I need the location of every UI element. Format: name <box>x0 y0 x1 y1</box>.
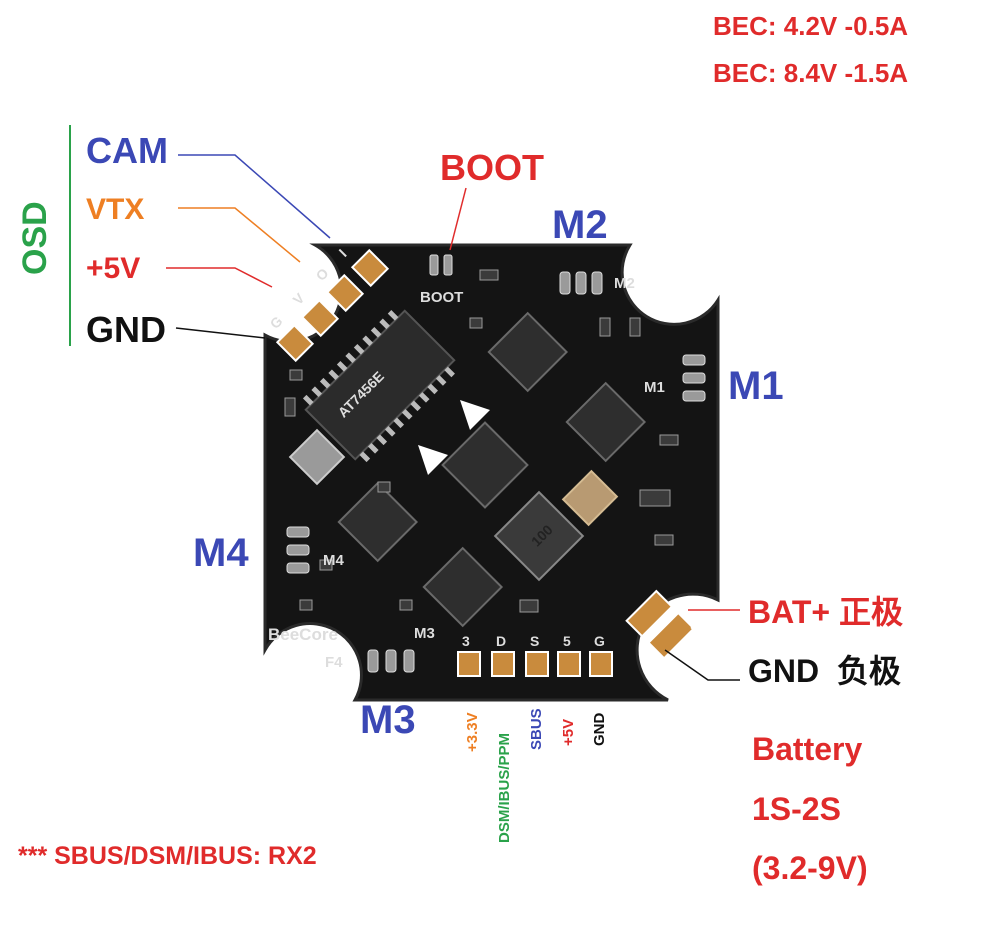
motor-m4-label: M4 <box>193 531 249 575</box>
rx-pad-5: 5 <box>563 633 571 649</box>
silk-boot: BOOT <box>420 289 463 306</box>
silk-m3: M3 <box>414 625 435 642</box>
silk-brand: BeeCore <box>268 625 338 644</box>
v5-leader <box>166 267 273 288</box>
rx-pad-3: 3 <box>462 633 470 649</box>
osd-chip <box>302 309 456 463</box>
battery-cells: 1S-2S <box>752 791 841 827</box>
bec-spec-1: BEC: 4.2V -0.5A <box>713 11 909 41</box>
rx-pad-g: G <box>594 633 605 649</box>
battery-pads <box>625 589 696 660</box>
rx2-note: *** SBUS/DSM/IBUS: RX2 <box>18 842 317 870</box>
boot-label: BOOT <box>440 147 544 188</box>
rx-pads <box>457 651 613 677</box>
silk-m2: M2 <box>614 275 635 292</box>
gnd-leader <box>175 327 266 339</box>
silk-f4: F4 <box>325 654 343 671</box>
cam-label: CAM <box>86 130 168 171</box>
boot-leader <box>449 187 467 251</box>
motor-pads <box>286 254 706 673</box>
bat-gnd-leader <box>664 649 740 681</box>
vtx-label: VTX <box>86 193 145 226</box>
v5-label: +5V <box>86 252 141 285</box>
direction-arrow <box>418 445 448 475</box>
bat-gnd-label: GND 负极 <box>748 653 901 689</box>
rx-pin-sbus: SBUS <box>528 708 545 750</box>
rx-pin-3v3: +3.3V <box>464 712 481 752</box>
bat-plus-label: BAT+ 正极 <box>748 594 903 630</box>
battery-title: Battery <box>752 731 863 767</box>
battery-range: (3.2-9V) <box>752 850 868 886</box>
crystal <box>288 428 346 486</box>
bat-plus-cross: ✕ <box>688 621 708 648</box>
osd-pad-g: G <box>267 313 286 332</box>
gnd-label: GND <box>86 309 166 350</box>
smd-components <box>284 269 679 613</box>
rx-pad-d: D <box>496 633 506 649</box>
osd-pad-o: O <box>313 265 332 284</box>
motor-m1-label: M1 <box>728 364 784 408</box>
vtx-leader <box>178 207 301 263</box>
motor-m3-label: M3 <box>360 698 416 742</box>
chips <box>337 311 647 628</box>
direction-arrow <box>460 400 490 430</box>
osd-pad-v: V <box>290 290 308 308</box>
silk-m1: M1 <box>644 379 665 396</box>
motor-m2-label: M2 <box>552 203 608 247</box>
rx-pad-s: S <box>530 633 539 649</box>
cam-leader <box>178 154 331 239</box>
osd-label: OSD <box>16 201 54 275</box>
rx-pin-gnd: GND <box>591 712 608 746</box>
inductor <box>493 490 585 582</box>
osd-pads <box>275 248 390 363</box>
rx-pin-dsm: DSM/IBUS/PPM <box>496 732 513 843</box>
capacitor <box>561 469 619 527</box>
silk-m4: M4 <box>323 552 344 569</box>
rx-pin-5v: +5V <box>560 718 577 746</box>
bec-spec-2: BEC: 8.4V -1.5A <box>713 58 909 88</box>
